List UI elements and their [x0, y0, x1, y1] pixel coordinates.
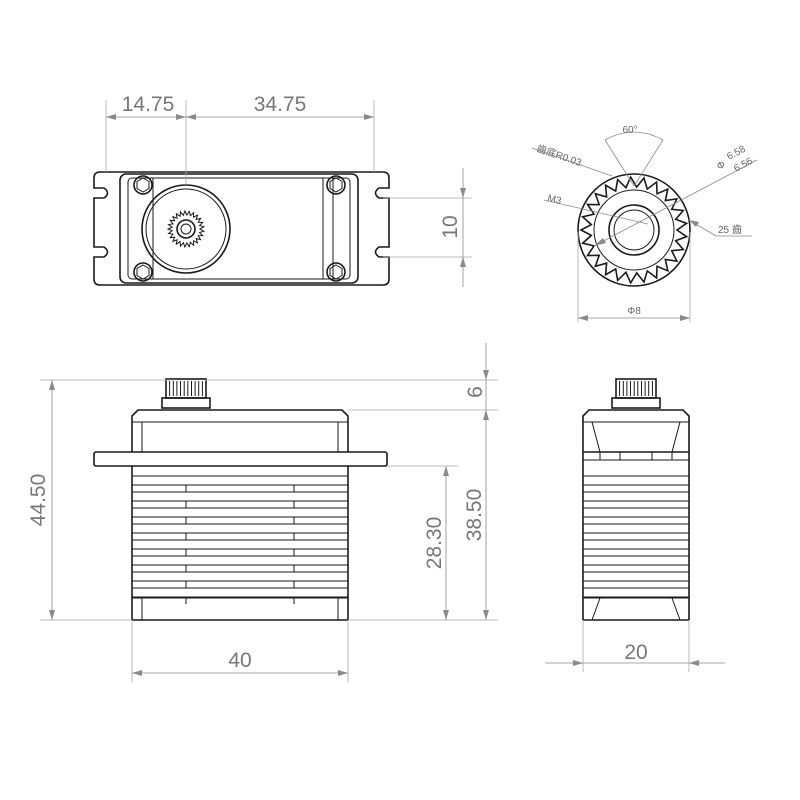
dim-6: 6 [464, 386, 487, 398]
label-dia-symbol: Φ [715, 159, 727, 172]
dim-40: 40 [228, 649, 251, 672]
output-spline-icon [166, 209, 206, 249]
side-view-cap [582, 409, 690, 452]
label-teeth: 25 齒 [718, 224, 742, 236]
top-view-case [119, 173, 359, 284]
top-view: 14.75 34.75 10 [93, 93, 472, 287]
spline-outer-circle [577, 173, 691, 287]
screw-icon [326, 262, 346, 282]
label-angle: 60° [622, 125, 637, 136]
top-view-case-inner [127, 177, 351, 280]
output-spline-icon [165, 378, 207, 399]
side-view: 20 [545, 378, 725, 672]
cooling-fins [582, 475, 690, 598]
spline-detail-view: 60° 齒底R0.03 Φ 6.58 6.56 M3 25 齒 Φ8 [531, 125, 758, 322]
label-bottom-dia: Φ8 [627, 306, 641, 317]
front-view: 44.50 6 38.50 28.30 40 [27, 343, 498, 682]
top-view-flange-outline [93, 171, 390, 286]
screw-icon [326, 175, 346, 195]
cooling-fins [131, 475, 349, 604]
output-boss [141, 184, 231, 274]
dim-10: 10 [439, 215, 462, 238]
screw-icon [133, 262, 153, 282]
dim-44-50: 44.50 [27, 474, 50, 527]
side-view-screw-heads [599, 451, 673, 461]
front-view-flange [93, 451, 388, 467]
dim-38-50: 38.50 [463, 489, 486, 542]
screw-icon [133, 175, 153, 195]
output-spline-icon [615, 378, 657, 399]
label-root-radius: 齒底R0.03 [535, 142, 584, 170]
label-thread: M3 [546, 193, 562, 207]
spline-teeth-icon [579, 175, 689, 285]
dim-28-30: 28.30 [423, 517, 446, 570]
dim-14-75: 14.75 [122, 93, 175, 116]
front-view-cap [131, 409, 349, 452]
dim-20: 20 [624, 641, 647, 664]
dim-34-75: 34.75 [254, 93, 307, 116]
